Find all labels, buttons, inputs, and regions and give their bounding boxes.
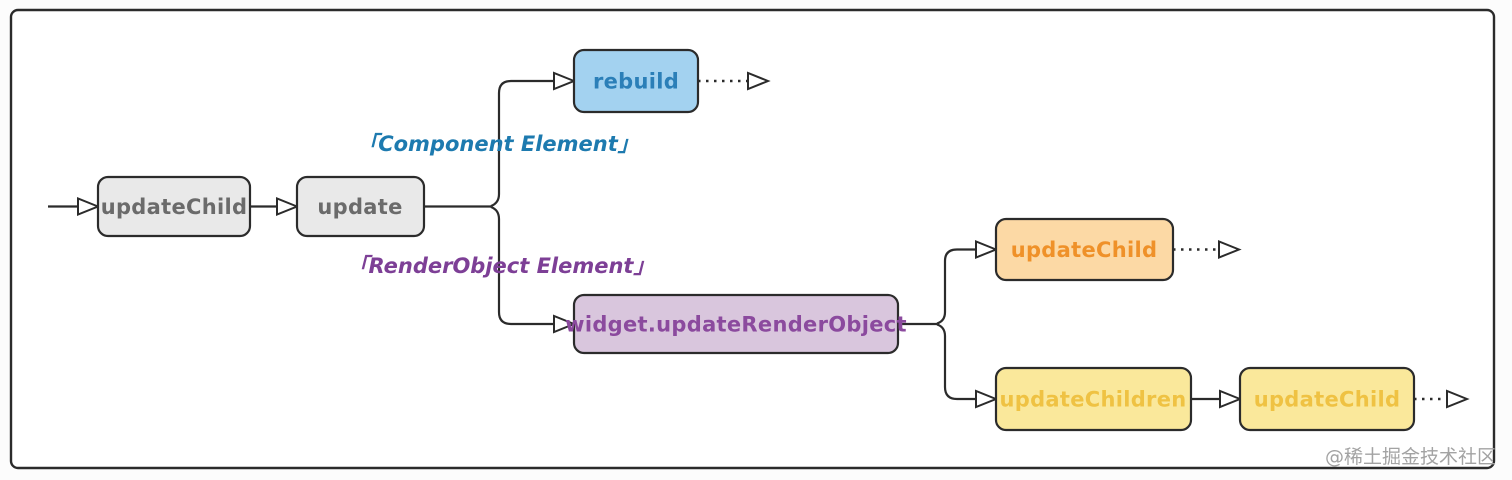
node-label: update <box>317 195 402 219</box>
arrowheads <box>77 71 1470 409</box>
diagram-border <box>9 8 1496 470</box>
arrowhead-update <box>276 197 300 216</box>
nodes: updateChild update rebuild widget.update… <box>96 48 1416 432</box>
node-box <box>1238 366 1416 432</box>
node-rebuild: rebuild <box>572 48 700 114</box>
node-label: rebuild <box>593 70 679 94</box>
node-box <box>572 293 900 355</box>
branch-label-component-element: 「Component Element」 <box>357 132 639 156</box>
arrowhead-orange-exit <box>1218 240 1242 259</box>
branch-label-renderobject-element: 「RenderObject Element」 <box>348 254 655 278</box>
node-box <box>295 175 426 238</box>
node-label: updateChild <box>101 195 248 219</box>
node-box <box>994 366 1193 432</box>
node-widget-update-render-object: widget.updateRenderObject <box>565 293 907 355</box>
node-box <box>96 175 252 238</box>
arrowhead-rebuild-exit <box>747 71 771 91</box>
node-box <box>994 217 1175 282</box>
edge-fork-rebuild <box>490 79 554 208</box>
edge-fork-updatechildren <box>936 323 976 401</box>
arrowhead-updatechild-orange <box>975 240 999 259</box>
edge-fork-updatechild <box>936 248 976 325</box>
node-label: updateChild <box>1254 388 1401 412</box>
node-box <box>572 48 700 114</box>
arrowhead-updatechild-yellow <box>1219 389 1243 409</box>
arrowhead-last-exit <box>1446 389 1470 409</box>
node-update-children: updateChildren <box>994 366 1193 432</box>
arrowhead-rebuild <box>553 71 577 91</box>
node-label: updateChildren <box>999 388 1186 412</box>
edge-fork-updaterenderobject <box>490 205 554 326</box>
node-label: widget.updateRenderObject <box>565 313 907 337</box>
node-update-child-last: updateChild <box>1238 366 1416 432</box>
node-label: updateChild <box>1011 238 1158 262</box>
node-update-child-entry: updateChild <box>96 175 252 238</box>
arrowhead-entry <box>77 197 101 216</box>
arrowhead-updaterenderobject <box>553 314 577 334</box>
edges <box>48 79 1446 401</box>
node-update-child-render: updateChild <box>994 217 1175 282</box>
arrowhead-updatechildren <box>975 389 999 409</box>
watermark-text: @稀土掘金技术社区 <box>1325 446 1496 468</box>
node-update: update <box>295 175 426 238</box>
